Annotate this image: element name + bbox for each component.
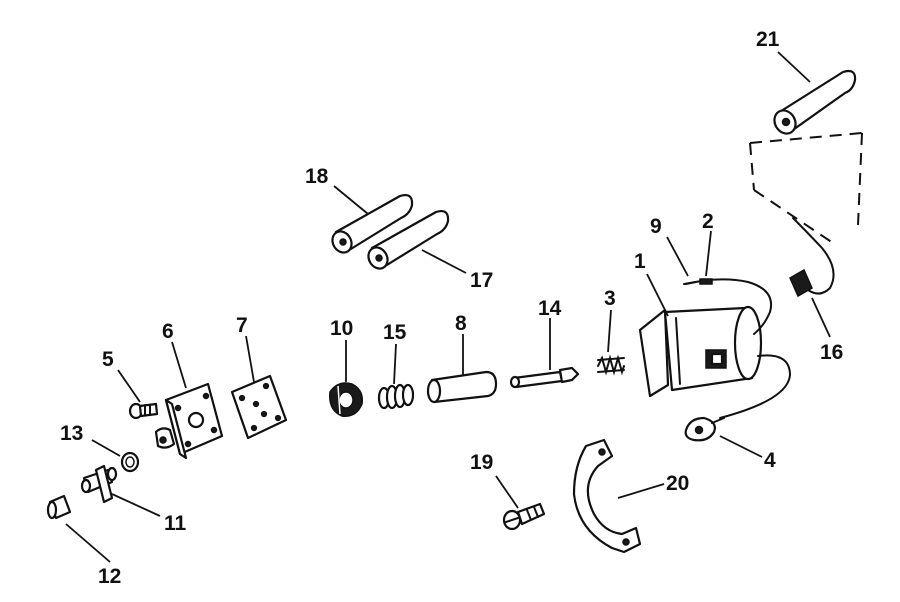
callout-12: 12 (98, 565, 121, 588)
part-18-tube (331, 193, 414, 254)
callout-5: 5 (102, 348, 114, 371)
leader-1 (646, 273, 669, 317)
callout-20: 20 (666, 472, 689, 495)
part-9-2-wire (683, 278, 772, 335)
part-1-solenoid (638, 305, 763, 398)
callout-11: 11 (164, 512, 187, 535)
leader-17 (421, 249, 467, 274)
callout-19: 19 (470, 451, 493, 474)
callout-3: 3 (604, 287, 616, 310)
part-7-gasket (230, 374, 288, 440)
callout-14: 14 (538, 297, 562, 320)
part-4-lead (684, 354, 792, 442)
dashed-relation-lines (749, 132, 863, 244)
part-8-sleeve (426, 370, 498, 404)
part-11-fitting (80, 464, 118, 504)
leader-11 (111, 493, 161, 517)
callout-4: 4 (764, 449, 776, 472)
callout-1: 1 (634, 250, 646, 273)
callout-16: 16 (820, 341, 843, 364)
part-21-tube (773, 69, 857, 135)
part-10-nut (329, 382, 364, 417)
callout-7: 7 (236, 314, 248, 337)
callout-9: 9 (650, 215, 662, 238)
callout-8: 8 (455, 312, 467, 335)
leader-16 (811, 297, 831, 338)
part-14-plunger (509, 366, 580, 389)
leader-18 (333, 185, 369, 215)
leader-21 (777, 51, 811, 83)
callout-10: 10 (330, 317, 353, 340)
part-16-clip (789, 217, 835, 298)
part-13-ring (120, 451, 140, 473)
leader-6 (171, 341, 187, 389)
leader-19 (495, 475, 519, 509)
part-19-bolt (502, 502, 546, 531)
leader-4 (719, 435, 763, 458)
callout-6: 6 (162, 320, 174, 343)
callout-15: 15 (383, 321, 407, 344)
part-3-spring (597, 354, 625, 376)
leader-12 (65, 523, 111, 563)
callout-13: 13 (60, 422, 83, 445)
callout-17: 17 (470, 269, 493, 292)
callout-18: 18 (305, 165, 329, 188)
part-20-bracket (572, 438, 642, 554)
part-12-cap (46, 494, 72, 520)
part-15-spring (377, 383, 415, 410)
leader-9 (666, 236, 689, 277)
leader-20 (617, 483, 665, 499)
leader-13 (91, 439, 121, 457)
leader-2 (705, 230, 712, 277)
leader-15 (393, 343, 397, 385)
callout-21: 21 (756, 28, 780, 51)
part-17-tube (367, 209, 450, 270)
leader-5 (117, 369, 141, 403)
callout-2: 2 (702, 210, 714, 233)
part-6-cover (154, 382, 224, 460)
leader-3 (607, 309, 612, 353)
part-5-screw (128, 402, 159, 420)
leader-7 (245, 335, 255, 383)
